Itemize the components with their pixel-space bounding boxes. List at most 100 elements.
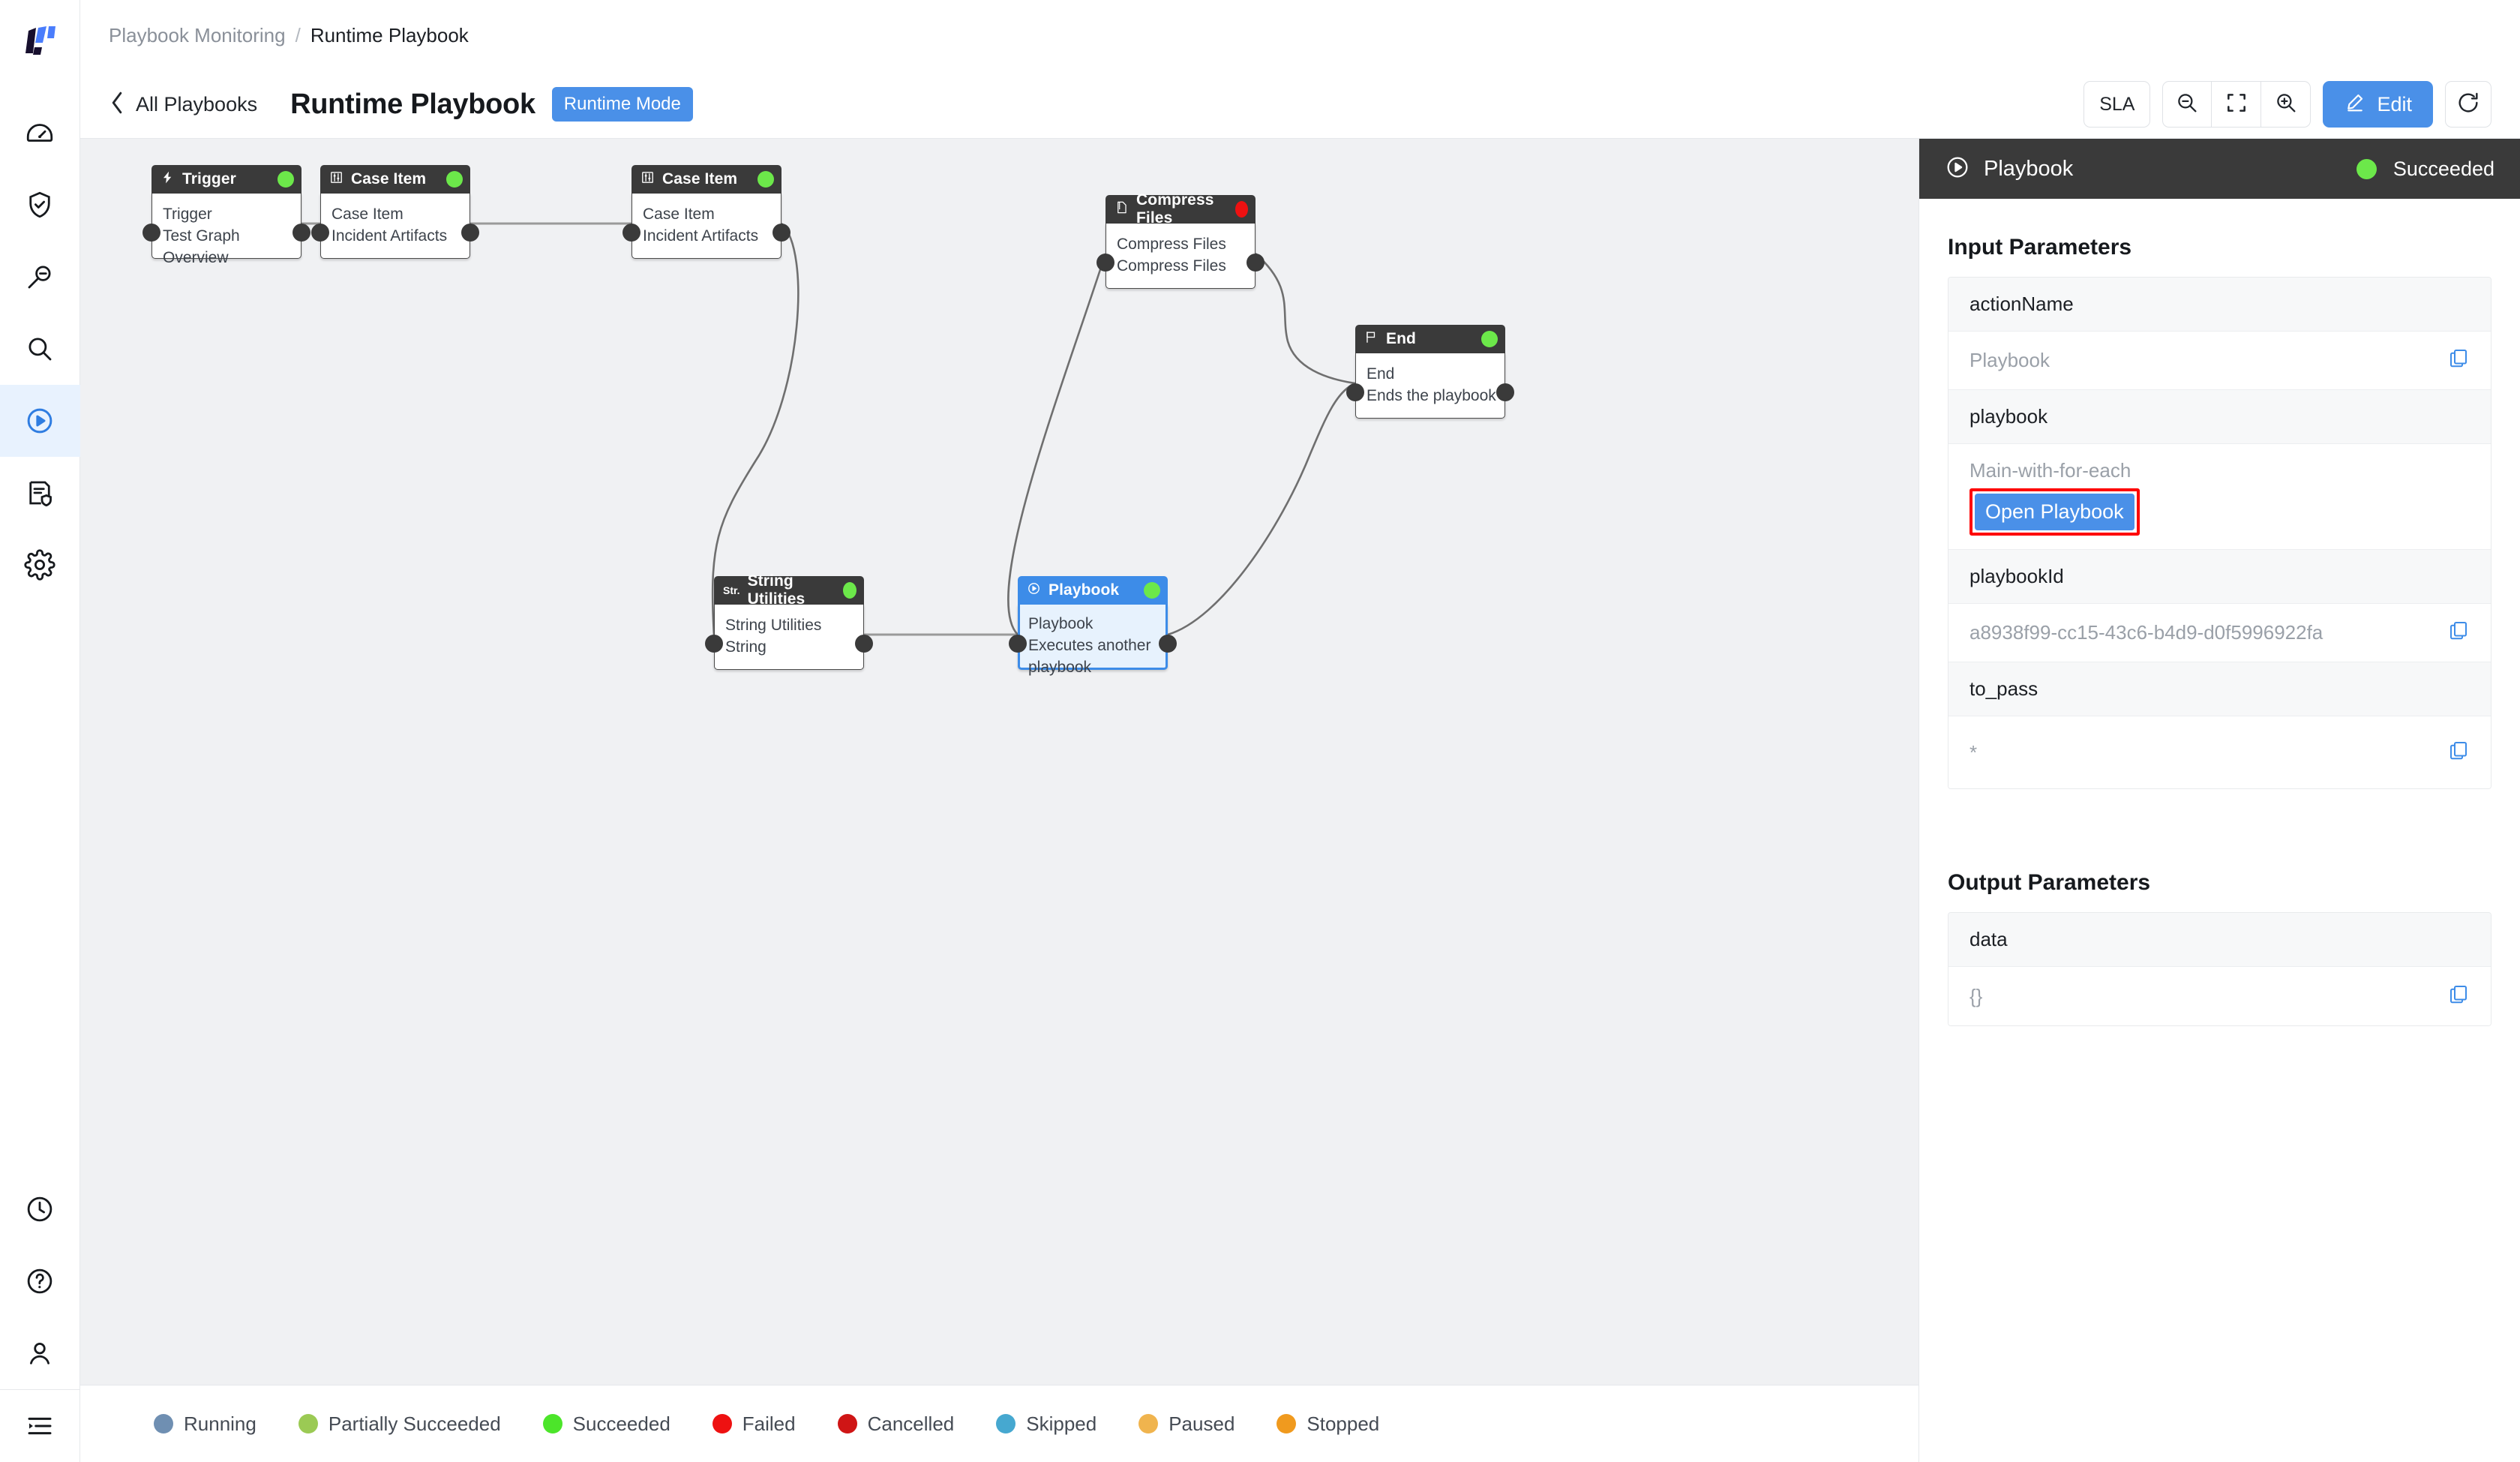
edit-button[interactable]: Edit <box>2323 81 2433 128</box>
param-value-row: {} <box>1948 967 2491 1025</box>
open-playbook-button[interactable]: Open Playbook <box>1975 494 2134 530</box>
node-port-left[interactable] <box>142 224 160 242</box>
param-key: to_pass <box>1948 662 2491 716</box>
node-port-left[interactable] <box>1346 383 1364 401</box>
legend-item: Stopped <box>1276 1412 1379 1436</box>
node-line-2: Ends the playbook <box>1366 387 1496 404</box>
node-line-2: Compress Files <box>1117 257 1226 275</box>
legend-dot <box>837 1414 857 1433</box>
node-title: Trigger <box>182 170 236 188</box>
legend-item: Cancelled <box>837 1412 954 1436</box>
question-circle-icon <box>24 1265 56 1297</box>
node-port-right[interactable] <box>855 635 873 653</box>
copy-icon[interactable] <box>2447 983 2470 1010</box>
node-port-right[interactable] <box>772 224 790 242</box>
node-status-dot <box>278 171 294 188</box>
node-port-right[interactable] <box>1496 383 1514 401</box>
graph-node-case-item-1[interactable]: Case Item Case Item Incident Artifacts <box>311 165 479 259</box>
fit-to-screen-button[interactable] <box>2212 81 2262 128</box>
node-port-left[interactable] <box>1096 254 1114 272</box>
status-dot <box>2356 158 2377 179</box>
shield-check-icon <box>24 189 56 221</box>
sidebar-item-help[interactable] <box>0 1245 80 1317</box>
sidebar-item-history[interactable] <box>0 1173 80 1245</box>
graph-edges <box>302 222 1356 636</box>
input-parameters-title: Input Parameters <box>1948 235 2132 260</box>
sidebar-item-reports[interactable] <box>0 457 80 529</box>
playbook-canvas[interactable]: Trigger Trigger Test Graph Overview <box>80 139 1918 1385</box>
node-body: String Utilities String <box>714 605 864 670</box>
refresh-button[interactable] <box>2445 81 2492 128</box>
node-body: End Ends the playbook <box>1355 353 1505 419</box>
output-parameters-title: Output Parameters <box>1948 870 2151 895</box>
node-header: Trigger <box>152 165 302 194</box>
sidebar-item-profile[interactable] <box>0 1317 80 1389</box>
node-port-left[interactable] <box>622 224 640 242</box>
edit-button-label: Edit <box>2377 92 2412 116</box>
param-value-row: * <box>1948 716 2491 788</box>
graph-node-playbook[interactable]: Playbook Playbook Executes another playb… <box>1009 576 1177 676</box>
sidebar-item-collapse[interactable] <box>0 1390 80 1462</box>
back-to-all-playbooks-link[interactable]: All Playbooks <box>109 91 257 119</box>
zoom-in-button[interactable] <box>2261 81 2312 128</box>
refresh-icon <box>2456 90 2481 119</box>
node-port-left[interactable] <box>705 635 723 653</box>
legend-label: Failed <box>742 1412 796 1435</box>
legend-dot <box>996 1414 1016 1433</box>
node-title: Case Item <box>351 170 427 188</box>
details-panel: Playbook Succeeded Input Parameters acti… <box>1918 139 2520 1462</box>
node-title: String Utilities <box>747 572 806 608</box>
param-key: actionName <box>1948 278 2491 332</box>
copy-icon[interactable] <box>2447 739 2470 767</box>
runtime-mode-badge: Runtime Mode <box>551 87 693 122</box>
graph-node-case-item-2[interactable]: Case Item Case Item Incident Artifacts <box>622 165 790 259</box>
node-port-right[interactable] <box>461 224 479 242</box>
sidebar-item-dashboard[interactable] <box>0 97 80 169</box>
node-port-left[interactable] <box>1009 635 1027 653</box>
sla-button[interactable]: SLA <box>2084 81 2151 128</box>
node-port-right[interactable] <box>1159 635 1177 653</box>
input-parameters-table: actionName Playbook playbook Main-with-f… <box>1948 277 2492 789</box>
sidebar-item-search[interactable] <box>0 313 80 385</box>
play-circle-icon <box>1945 155 1970 184</box>
node-line-1: String Utilities <box>725 617 822 634</box>
legend-label: Succeeded <box>572 1412 670 1435</box>
sidebar-item-incidents[interactable] <box>0 169 80 241</box>
param-value: Playbook <box>1970 349 2050 371</box>
node-line-1: Case Item <box>332 206 404 223</box>
breadcrumb-parent[interactable]: Playbook Monitoring <box>109 23 286 47</box>
copy-icon[interactable] <box>2447 347 2470 374</box>
node-port-left[interactable] <box>311 224 329 242</box>
sidebar-divider <box>0 1389 80 1390</box>
param-value-row: a8938f99-cc15-43c6-b4d9-d0f5996922fa <box>1948 604 2491 662</box>
breadcrumb: Playbook Monitoring / Runtime Playbook <box>80 0 2520 71</box>
graph-node-compress-files[interactable]: Compress Files Compress Files Compress F… <box>1096 191 1264 289</box>
node-title: Case Item <box>662 170 738 188</box>
pencil-icon <box>2344 91 2366 119</box>
node-port-right[interactable] <box>292 224 310 242</box>
clock-icon <box>24 1193 56 1225</box>
node-title: Compress Files <box>1136 191 1214 227</box>
sidebar-item-settings[interactable] <box>0 529 80 601</box>
node-header: Str. String Utilities <box>714 572 864 608</box>
node-status-dot <box>446 171 463 188</box>
node-line-1: Compress Files <box>1117 236 1226 253</box>
graph-node-string-utilities[interactable]: Str. String Utilities String Utilities S… <box>705 572 873 670</box>
zoom-in-icon <box>2273 90 2299 119</box>
param-key: data <box>1948 913 2491 967</box>
node-line-1: Case Item <box>643 206 715 223</box>
copy-icon[interactable] <box>2447 619 2470 647</box>
graph-node-end[interactable]: End End Ends the playbook <box>1346 325 1514 419</box>
node-body: Case Item Incident Artifacts <box>320 194 470 259</box>
open-playbook-highlight: Open Playbook <box>1970 488 2140 536</box>
graph-node-trigger[interactable]: Trigger Trigger Test Graph Overview <box>142 165 310 266</box>
product-logo[interactable] <box>0 0 80 80</box>
sidebar-item-playbooks[interactable] <box>0 385 80 457</box>
legend-dot <box>298 1414 318 1433</box>
legend-dot <box>154 1414 173 1433</box>
sidebar-item-investigate[interactable] <box>0 241 80 313</box>
node-port-right[interactable] <box>1246 254 1264 272</box>
zoom-out-button[interactable] <box>2162 81 2212 128</box>
node-header: Playbook <box>1018 576 1168 605</box>
node-body: Compress Files Compress Files <box>1106 224 1256 289</box>
